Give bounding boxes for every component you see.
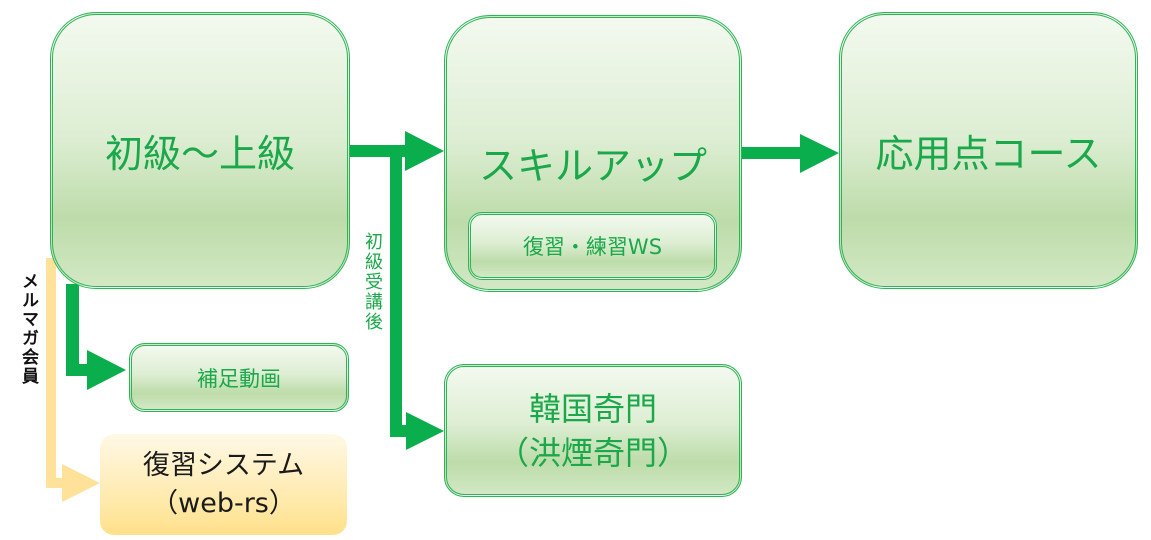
box-review-system: 復習システム （web-rs）	[100, 434, 347, 535]
box-beginner-advanced-label: 初級～上級	[104, 132, 295, 176]
box-applied-course: 応用点コース	[839, 12, 1138, 289]
box-review-system-line2: （web-rs）	[151, 487, 296, 519]
arrow-to-review-system	[46, 258, 100, 502]
box-applied-course-label: 応用点コース	[875, 132, 1102, 176]
box-korean-kimon-line2: （洪煙奇門）	[496, 433, 689, 472]
box-supplementary-video-label: 補足動画	[197, 366, 281, 391]
label-after-beginner: 初級受講後	[362, 232, 383, 332]
box-review-practice-ws-label: 復習・練習WS	[522, 235, 663, 259]
arrow-to-korean-kimon	[390, 150, 444, 450]
box-korean-kimon-line1: 韓国奇門	[528, 389, 657, 428]
arrow-to-applied-course	[741, 134, 839, 173]
box-skill-up-label: スキルアップ	[478, 144, 707, 188]
box-supplementary-video: 補足動画	[129, 343, 349, 412]
label-mailmag-members: メルマガ会員	[18, 272, 38, 386]
arrow-to-supplementary-video	[66, 284, 126, 390]
box-beginner-advanced: 初級～上級	[50, 12, 350, 289]
box-review-practice-ws: 復習・練習WS	[468, 212, 717, 280]
box-korean-kimon: 韓国奇門 （洪煙奇門）	[444, 364, 742, 497]
box-review-system-line1: 復習システム	[142, 449, 305, 481]
